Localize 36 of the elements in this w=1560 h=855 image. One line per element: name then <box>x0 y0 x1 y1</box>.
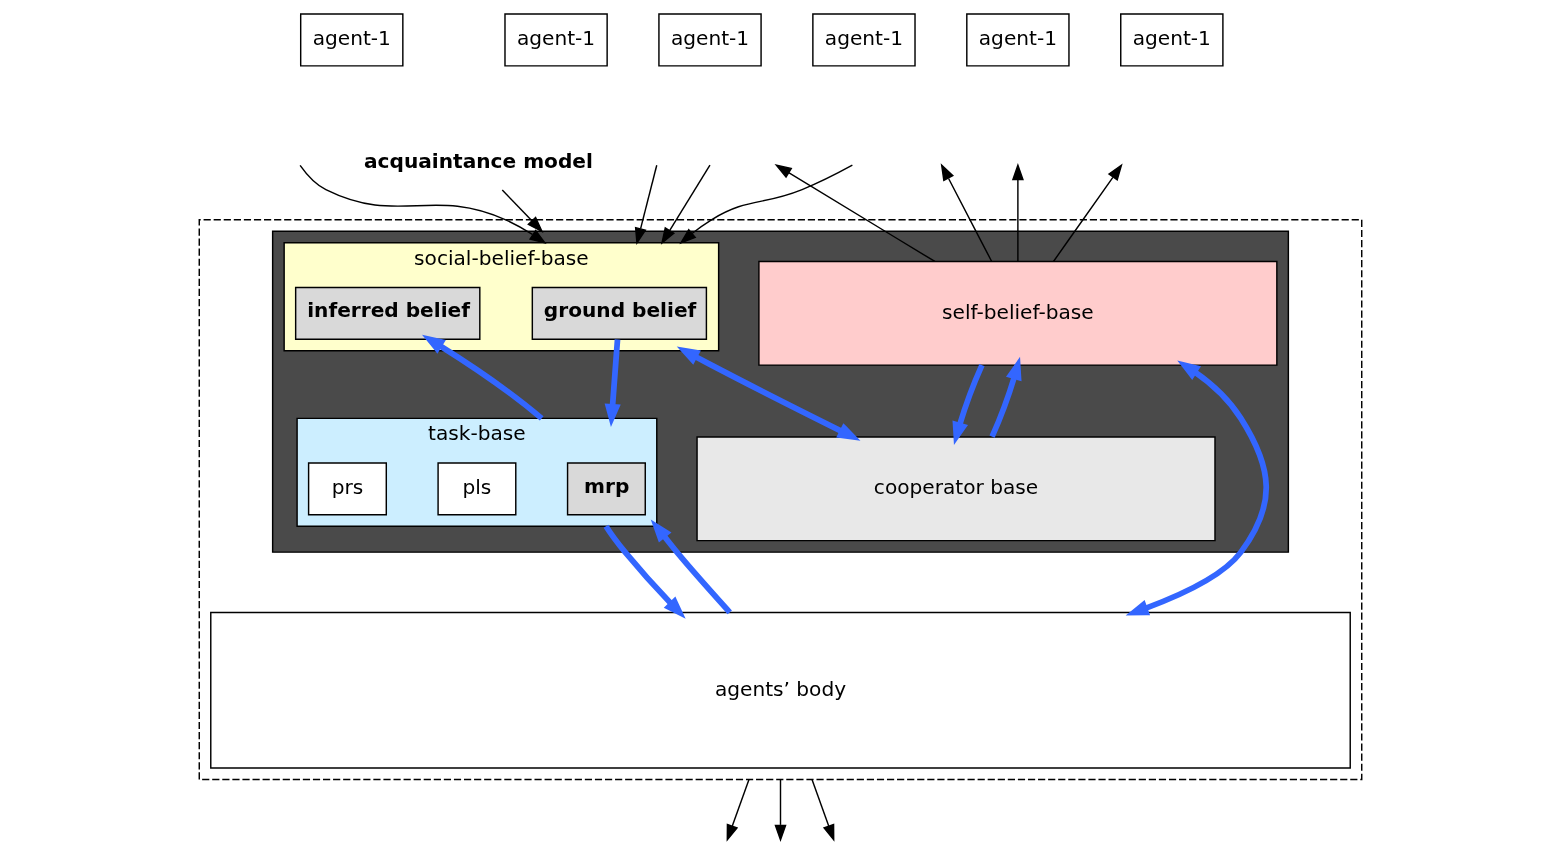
node-box: prs <box>307 462 387 516</box>
arrow <box>726 778 750 842</box>
node-box: cooperator base <box>695 436 1216 542</box>
arrow <box>678 164 853 245</box>
arrow <box>1125 360 1269 616</box>
node-box: pls <box>436 462 516 516</box>
arrow <box>1011 163 1024 263</box>
node-box: agent-1 <box>299 13 404 67</box>
arrow <box>774 164 936 263</box>
arrow <box>940 163 992 263</box>
cluster <box>198 219 1362 781</box>
arrow <box>952 364 985 446</box>
arrow <box>1052 163 1123 263</box>
node-box: agent-1 <box>811 13 916 67</box>
arrow <box>421 334 543 421</box>
arrow <box>676 346 860 441</box>
node-box: agent-1 <box>965 13 1070 67</box>
arrow <box>988 356 1022 438</box>
node-box: agent-1 <box>1119 13 1224 67</box>
arrow <box>650 519 732 615</box>
arrow <box>501 189 543 233</box>
node-box: inferred belief <box>294 286 481 340</box>
node-box: agent-1 <box>657 13 762 67</box>
arrow <box>773 778 787 842</box>
arrow <box>603 524 686 619</box>
arrow <box>298 164 547 245</box>
node-box: agent-1 <box>503 13 608 67</box>
arrow <box>660 164 711 245</box>
arrow <box>634 164 657 245</box>
node-box: agents’ body <box>209 611 1351 769</box>
node-box: self-belief-base <box>757 260 1278 366</box>
node-text: acquaintance model <box>363 148 593 173</box>
arrow <box>604 339 621 428</box>
arrow <box>810 778 834 842</box>
node-box: mrp <box>566 462 646 516</box>
node-box: ground belief <box>531 286 707 340</box>
